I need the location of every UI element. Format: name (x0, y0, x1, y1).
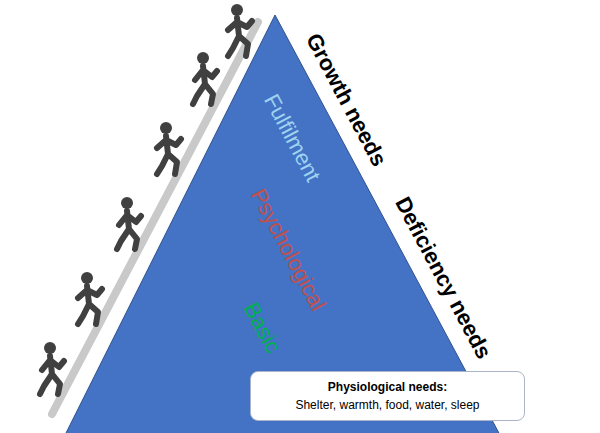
climber (228, 4, 252, 56)
climber (40, 342, 64, 394)
climber (117, 197, 141, 249)
box-heading: Physiological needs: (265, 378, 510, 396)
climber (157, 122, 181, 174)
box-body: Shelter, warmth, food, water, sleep (265, 396, 510, 414)
callout-box: Physiological needs:Shelter, warmth, foo… (250, 371, 525, 421)
climber (193, 52, 217, 104)
climber (78, 272, 102, 324)
